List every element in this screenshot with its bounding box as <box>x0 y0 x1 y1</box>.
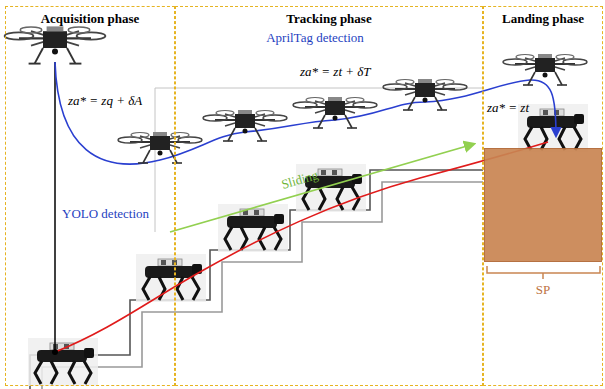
drone <box>118 132 202 163</box>
vertical-line <box>54 62 56 350</box>
equation: za* = zt + δT <box>300 64 371 80</box>
equation: za* = zt <box>487 100 529 116</box>
drone-trajectory <box>55 62 556 164</box>
drone <box>203 110 287 141</box>
phase-title: Tracking phase <box>176 12 482 27</box>
phase-title: Acquisition phase <box>6 12 174 27</box>
robot-trajectory <box>55 142 548 352</box>
method-label: YOLO detection <box>62 206 149 222</box>
quadruped-robot <box>218 204 288 252</box>
phase-panel: Landing phaseSP <box>483 6 603 386</box>
quadruped-robot <box>136 254 206 302</box>
region-label: SP <box>485 283 601 298</box>
quadruped-robot <box>28 338 98 386</box>
drone <box>5 26 106 63</box>
staircase <box>42 182 483 389</box>
drone <box>383 79 467 110</box>
method-label: AprilTag detection <box>266 30 364 46</box>
phase-panel: Tracking phase <box>175 6 483 386</box>
sp-region: SP <box>484 148 602 262</box>
equation: za* = zq + δA <box>68 93 142 109</box>
motion-label: Sliding <box>280 167 320 192</box>
sliding-arrow <box>170 144 474 232</box>
contact-dot <box>52 349 58 355</box>
drone <box>293 97 377 128</box>
frame-line <box>155 88 483 232</box>
bracket <box>487 266 600 279</box>
drone <box>503 54 587 85</box>
phase-panel: Acquisition phase <box>5 6 175 386</box>
phase-title: Landing phase <box>484 12 602 27</box>
